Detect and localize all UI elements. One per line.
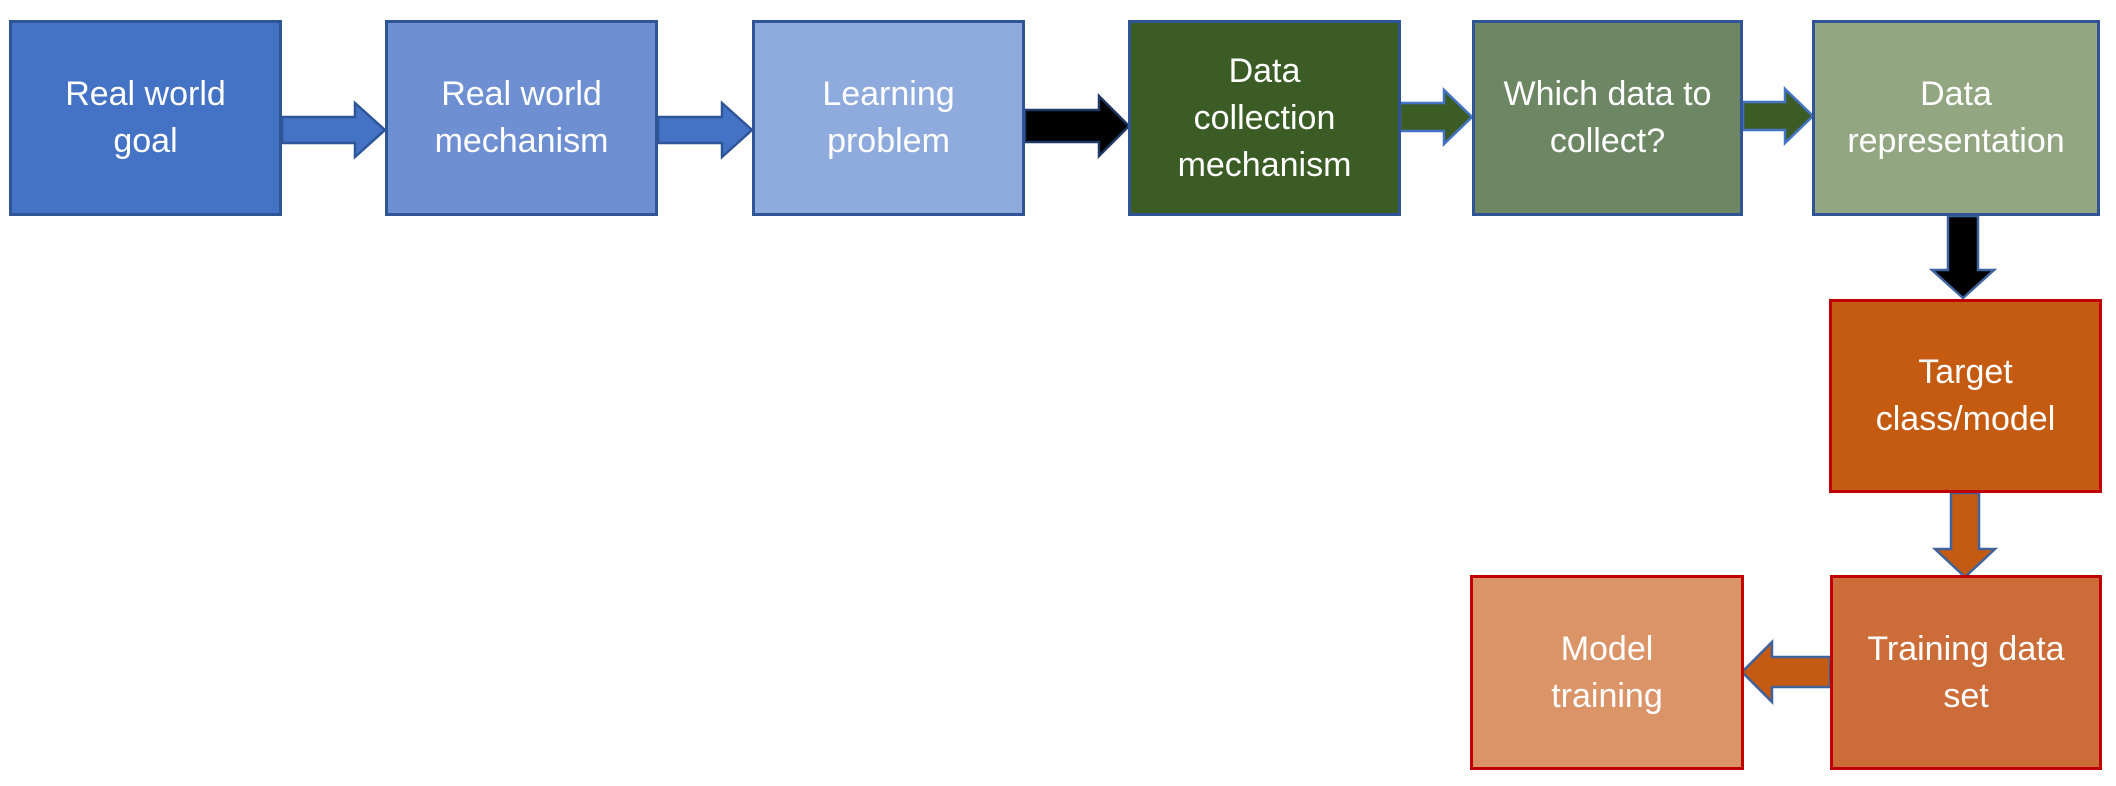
node-real-world-goal: Real world goal	[9, 20, 282, 216]
arrow-training-data-to-model-training	[1740, 638, 1832, 706]
arrow-which-data-to-representation	[1741, 86, 1815, 146]
arrow-mechanism-to-learning-problem	[656, 100, 754, 160]
node-which-data-to-collect: Which data to collect?	[1472, 20, 1743, 216]
node-data-representation: Data representation	[1812, 20, 2100, 216]
node-model-training-label: Model training	[1551, 629, 1663, 715]
arrow-target-class-to-training-data	[1931, 491, 1999, 579]
node-real-world-goal-label: Real world goal	[65, 75, 226, 160]
arrow-goal-to-mechanism	[280, 100, 387, 160]
node-real-world-mechanism: Real world mechanism	[385, 20, 658, 216]
arrow-data-collection-to-which-data	[1398, 87, 1474, 147]
node-learning-problem: Learning problem	[752, 20, 1025, 216]
node-training-data-set: Training data set	[1830, 575, 2102, 770]
node-learning-problem-label: Learning problem	[822, 75, 955, 160]
node-training-data-set-label: Training data set	[1867, 629, 2065, 715]
arrow-representation-to-target-class	[1928, 214, 1998, 300]
node-data-collection-mechanism-label: Data collection mechanism	[1177, 51, 1352, 184]
node-model-training: Model training	[1470, 575, 1744, 770]
node-which-data-to-collect-label: Which data to collect?	[1503, 75, 1712, 160]
node-data-representation-label: Data representation	[1847, 75, 2065, 160]
node-real-world-mechanism-label: Real world mechanism	[434, 75, 609, 160]
node-target-class-model: Target class/model	[1829, 299, 2102, 493]
node-target-class-model-label: Target class/model	[1875, 353, 2056, 438]
node-data-collection-mechanism: Data collection mechanism	[1128, 20, 1401, 216]
arrow-learning-problem-to-data-collection	[1023, 92, 1131, 160]
